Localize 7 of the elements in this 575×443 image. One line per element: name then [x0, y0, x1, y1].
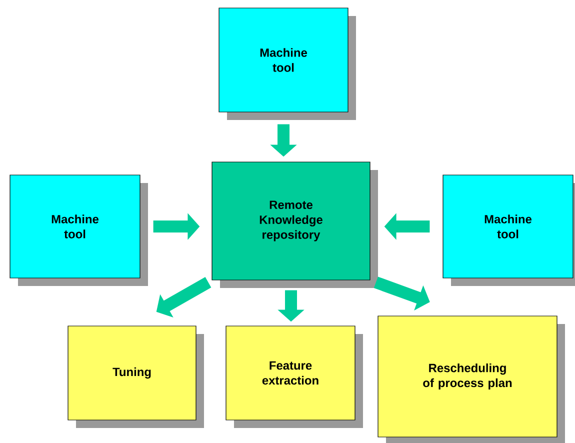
result-box: Feature extraction [226, 326, 363, 428]
result-box: Rescheduling of process plan [378, 316, 565, 443]
machine-box: Machine tool [218, 8, 356, 120]
result-box: Tuning [68, 326, 204, 428]
machine-box: Machine tool [10, 174, 148, 286]
repository-box: Remote Knowledge repository [212, 162, 378, 288]
machine-box: Machine tool [442, 174, 575, 286]
